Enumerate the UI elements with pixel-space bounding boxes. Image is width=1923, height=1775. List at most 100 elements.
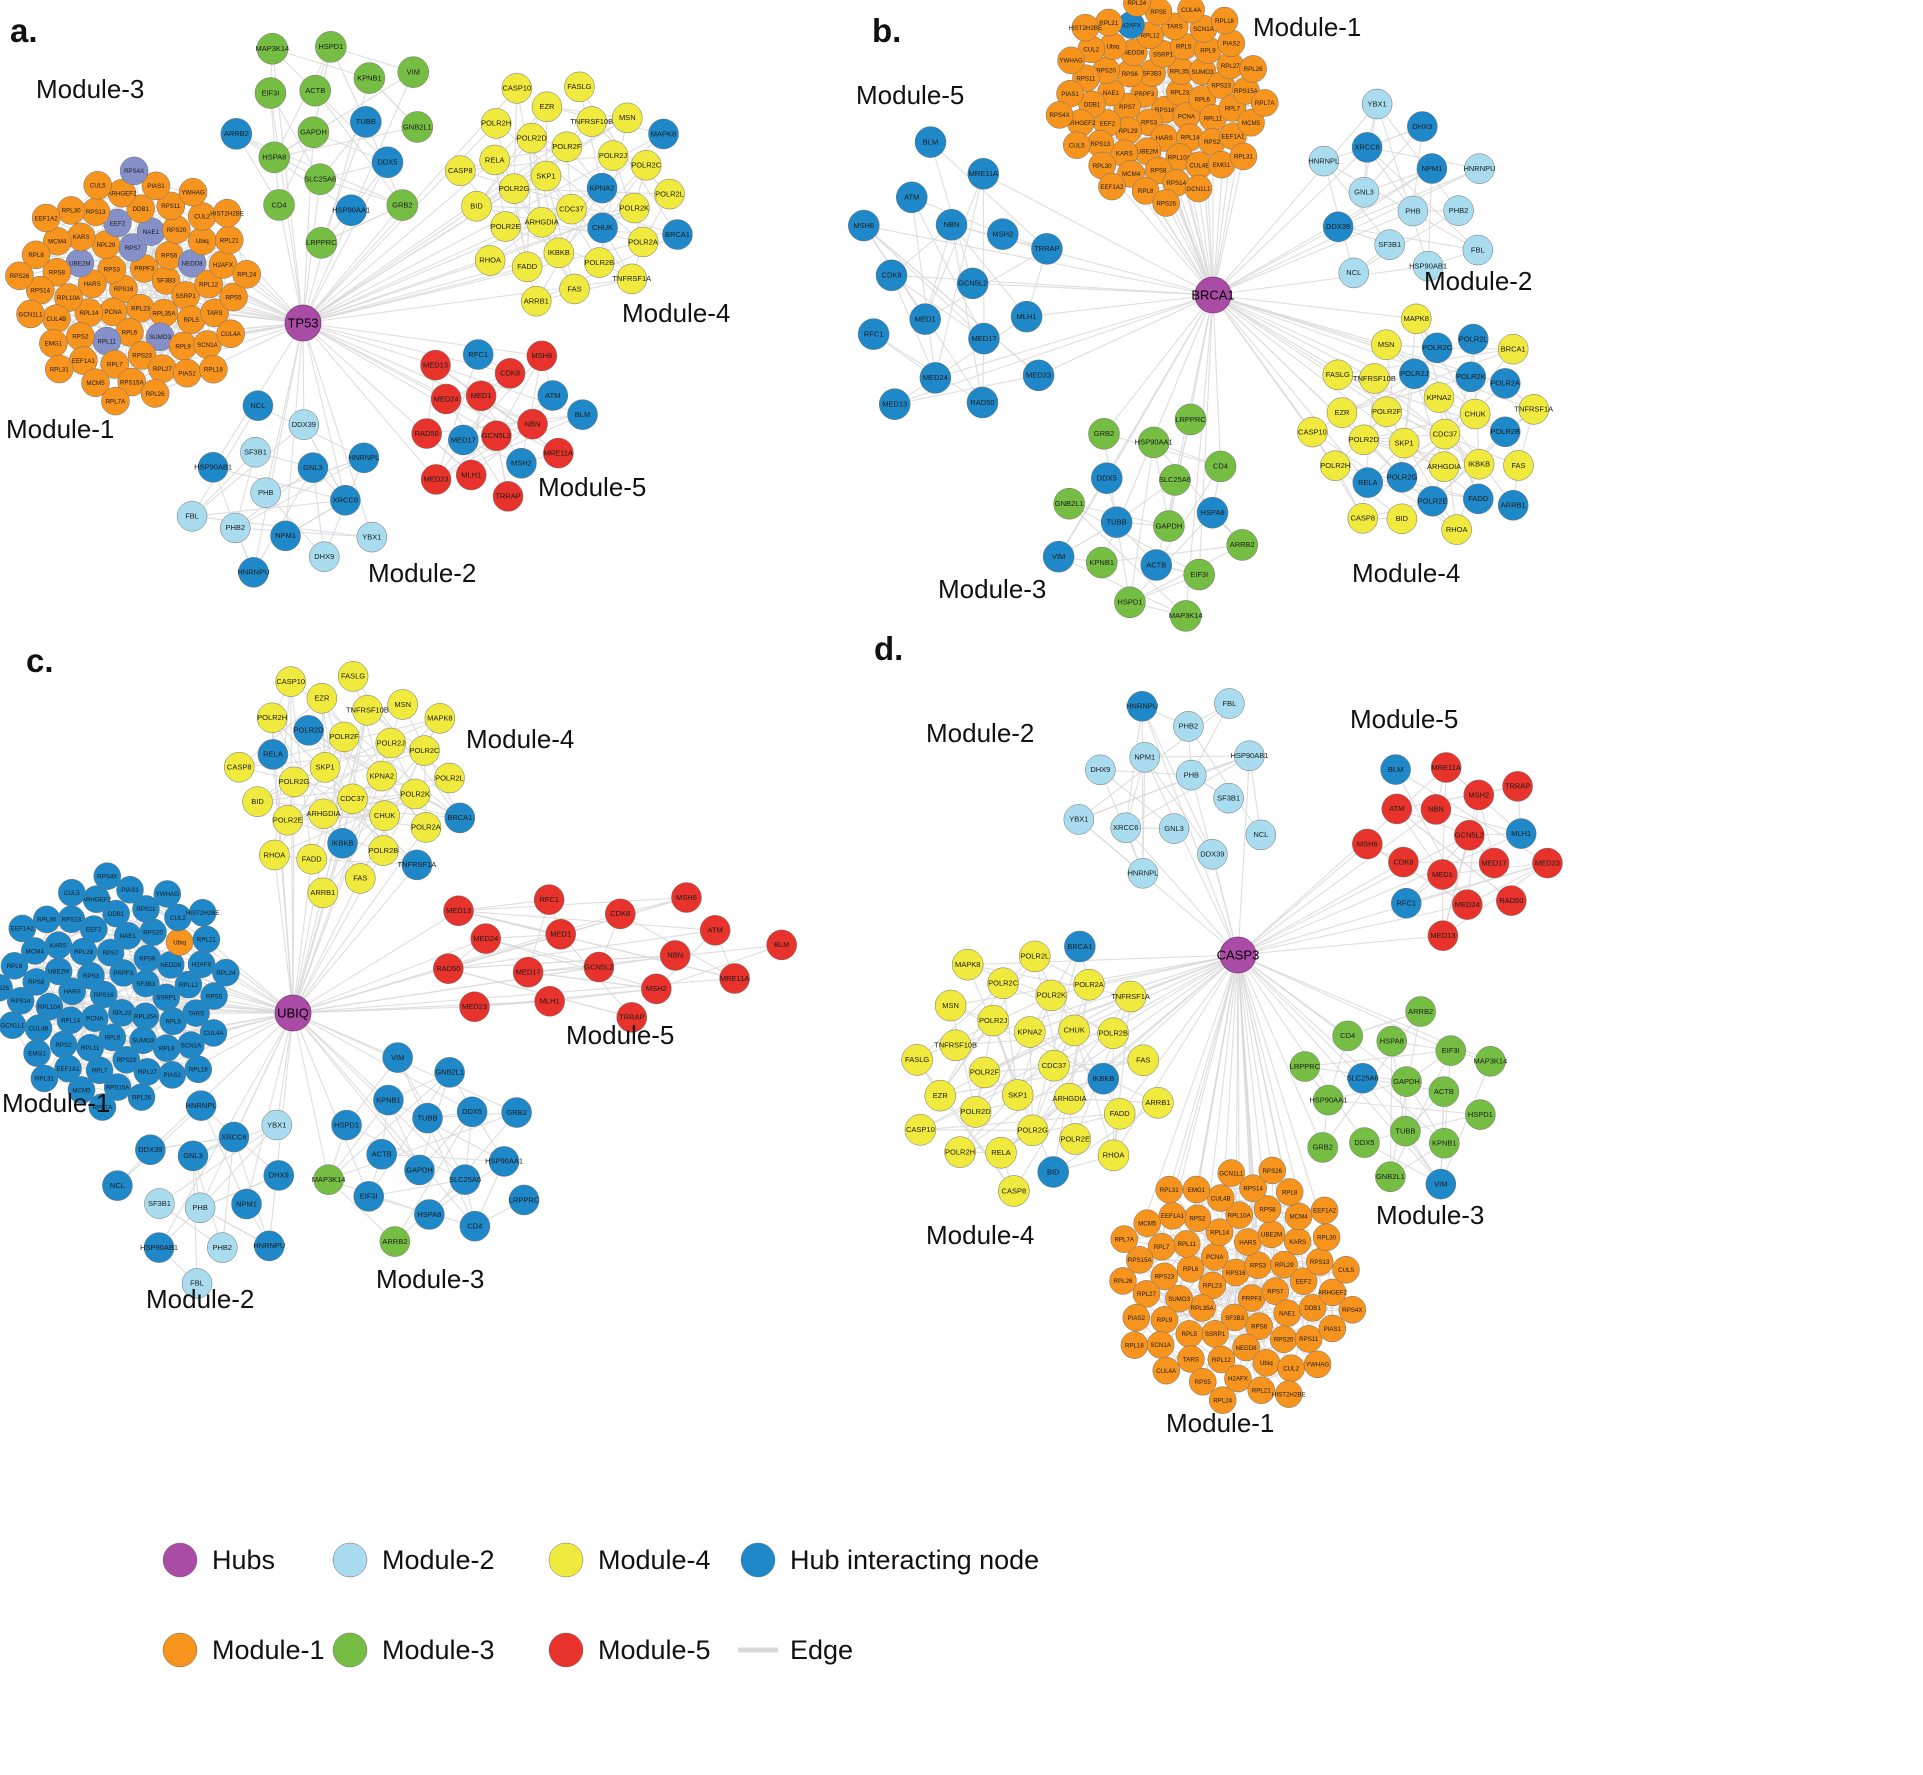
node-label-BRCA1: BRCA1: [447, 813, 472, 822]
node-circle-CASP10: [501, 73, 533, 104]
node-circle-NBN: [1420, 794, 1452, 825]
node-circle-RPS5: [200, 982, 228, 1010]
node-RPL24: RPL24: [212, 958, 240, 987]
node-MRE11A: MRE11A: [1430, 752, 1462, 783]
node-DDB1: DDB1: [1298, 1294, 1327, 1322]
node-RPL21: RPL21: [214, 225, 244, 255]
node-CUL4A: CUL4A: [1152, 1356, 1181, 1385]
node-circle-RPS5: [219, 282, 248, 312]
node-label-EIF3I: EIF3I: [360, 1192, 378, 1201]
hub-edge: [1237, 904, 1468, 956]
node-label-PIAS2: PIAS2: [178, 370, 196, 377]
node-BID: BID: [1386, 503, 1418, 535]
node-circle-SF3B1: [240, 436, 271, 468]
node-label-CHUK: CHUK: [592, 223, 613, 232]
node-HARS: HARS: [77, 269, 107, 299]
node-HIST2H2BE: HIST2H2BE: [210, 198, 244, 228]
node-ACTB: ACTB: [299, 74, 331, 107]
node-MAP3K14: MAP3K14: [1169, 600, 1203, 632]
node-FBL: FBL: [1214, 688, 1245, 719]
node-label-POLR2H: POLR2H: [945, 1147, 975, 1156]
node-label-RPL6: RPL6: [1183, 1266, 1199, 1273]
node-label-DHX9: DHX9: [269, 1171, 289, 1180]
edge: [397, 1057, 476, 1227]
node-label-CUL4A: CUL4A: [203, 1030, 224, 1037]
node-label-NCL: NCL: [1253, 830, 1268, 839]
edge: [445, 398, 509, 497]
node-MED23: MED23: [420, 464, 452, 495]
node-FADD: FADD: [1463, 483, 1494, 515]
node-circle-POLR2L: [434, 762, 465, 794]
node-label-RPL5: RPL5: [183, 317, 199, 324]
node-NBN: NBN: [935, 209, 968, 241]
node-circle-DDB1: [102, 899, 130, 928]
node-RFC1: RFC1: [462, 339, 494, 370]
node-label-SLC25A6: SLC25A6: [304, 175, 336, 184]
node-HSPA8: HSPA8: [414, 1199, 445, 1230]
node-label-EZR: EZR: [539, 102, 555, 111]
node-MSH2: MSH2: [641, 973, 672, 1005]
edge: [911, 197, 985, 339]
node-label-MED23: MED23: [1535, 858, 1560, 867]
node-RELA: RELA: [1352, 467, 1384, 498]
node-label-RPL10A: RPL10A: [38, 1004, 62, 1011]
legend-swatch-module-5: [548, 1632, 584, 1668]
node-circle-ATM: [896, 181, 928, 214]
hub-label-BRCA1: BRCA1: [1191, 288, 1234, 303]
node-label-RPL5: RPL5: [1176, 43, 1192, 50]
edge: [513, 88, 518, 189]
node-label-RPL7A: RPL7A: [1114, 1236, 1134, 1243]
node-BRCA1: BRCA1: [662, 219, 693, 250]
node-circle-RPL24: [232, 260, 261, 289]
node-label-CDK8: CDK8: [1393, 857, 1413, 866]
node-TUBB: TUBB: [1100, 506, 1133, 538]
node-circle-NCL: [1245, 819, 1277, 851]
node-label-TNFRSF10B: TNFRSF10B: [570, 117, 613, 126]
node-circle-SF3B1: [1213, 782, 1244, 814]
node-NPM1: NPM1: [231, 1188, 262, 1220]
node-DDB1: DDB1: [126, 194, 155, 224]
node-EZR: EZR: [531, 91, 563, 123]
node-MLH1: MLH1: [1010, 300, 1043, 333]
node-circle-MRE11A: [967, 158, 1000, 190]
node-label-RPS3: RPS3: [1141, 120, 1158, 127]
node-RPS26: RPS26: [1258, 1156, 1287, 1185]
hub-edge: [1237, 834, 1470, 956]
node-label-CUL2: CUL2: [1283, 1366, 1299, 1373]
node-MRE11A: MRE11A: [719, 963, 750, 994]
node-circle-POLR2B: [1097, 1017, 1129, 1049]
node-label-TUBB: TUBB: [356, 117, 376, 126]
node-Ubiq: Ubiq: [1252, 1349, 1281, 1377]
node-label-RPS13: RPS13: [1091, 141, 1111, 148]
node-circle-EEF1A2: [8, 914, 37, 943]
node-NCL: NCL: [1338, 257, 1370, 289]
node-circle-BRCA1: [1497, 333, 1529, 365]
node-label-CDC37: CDC37: [1042, 1061, 1067, 1070]
edge: [485, 938, 657, 990]
node-GNB2L1: GNB2L1: [1375, 1161, 1406, 1193]
node-RPL12: RPL12: [194, 269, 223, 299]
edge: [200, 1105, 248, 1205]
node-MAPK8: MAPK8: [424, 703, 456, 734]
node-NBN: NBN: [1420, 794, 1452, 825]
edge: [1100, 769, 1175, 830]
node-YBX1: YBX1: [1063, 804, 1095, 835]
node-label-EEF2: EEF2: [86, 926, 102, 933]
node-label-H2AFX: H2AFX: [192, 962, 212, 969]
node-RPL23: RPL23: [108, 999, 136, 1027]
node-circle-POLR2J: [1399, 358, 1430, 390]
node-label-POLR2G: POLR2G: [279, 777, 310, 786]
node-label-CASP8: CASP8: [448, 166, 473, 175]
hub-edge: [1212, 210, 1414, 296]
node-RAD50: RAD50: [966, 386, 999, 419]
node-circle-RPL24: [1208, 1386, 1237, 1414]
node-label-MSH2: MSH2: [646, 984, 667, 993]
node-label-MSN: MSN: [1378, 340, 1395, 349]
node-EEF1A1: EEF1A1: [54, 1054, 82, 1083]
node-circle-FBL: [176, 501, 208, 532]
node-label-VIM: VIM: [1052, 552, 1065, 561]
node-circle-POLR2H: [480, 108, 512, 139]
node-label-SF3B1: SF3B1: [1378, 240, 1401, 249]
node-EEF2: EEF2: [80, 915, 108, 943]
node-circle-ARHGDIA: [1428, 451, 1460, 482]
